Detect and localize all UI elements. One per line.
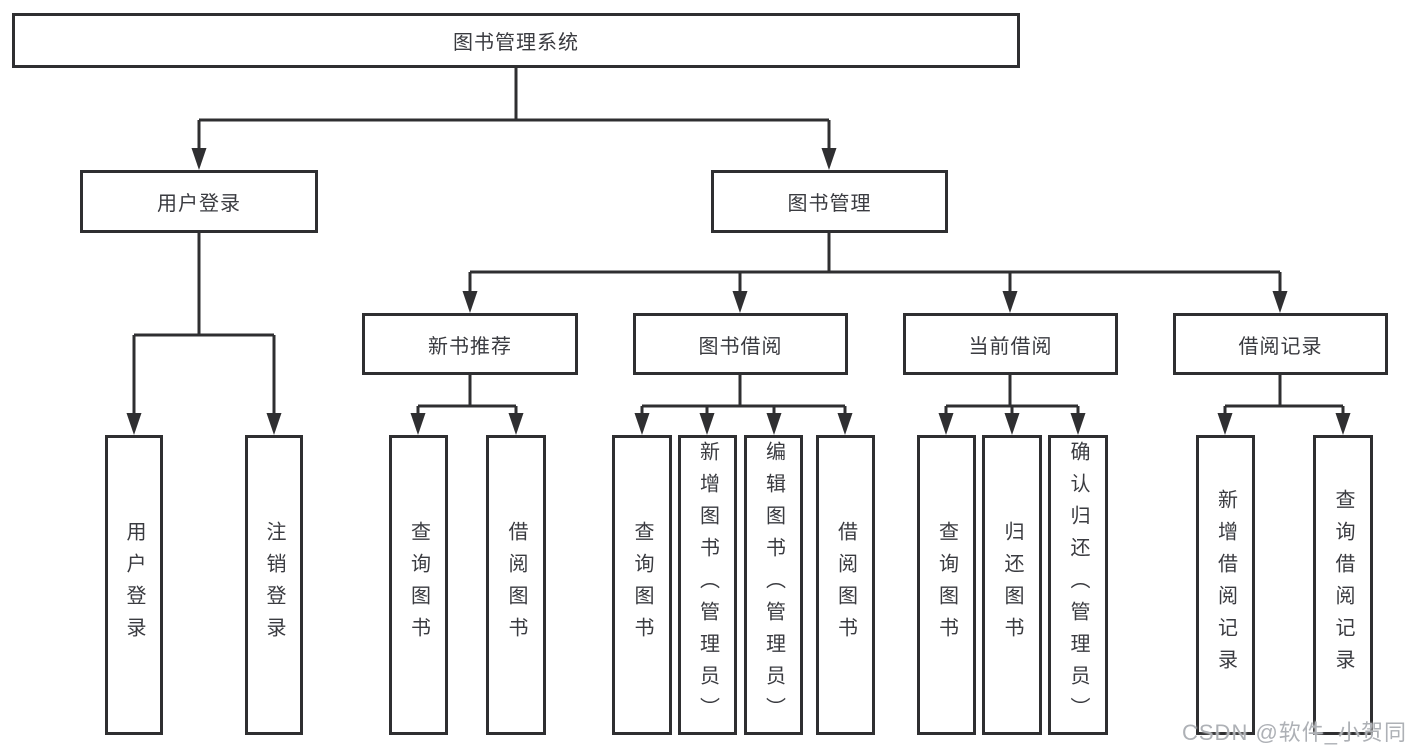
leaf-query-book-2: 查询图书 — [612, 435, 672, 735]
leaf-logout: 注销登录 — [245, 435, 303, 735]
leaf-query-book-2-label: 查询图书 — [631, 521, 653, 649]
leaf-add-borrow-record: 新增借阅记录 — [1196, 435, 1255, 735]
node-book-borrow: 图书借阅 — [633, 313, 848, 375]
node-book-borrow-label: 图书借阅 — [698, 335, 783, 358]
node-book-management: 图书管理 — [711, 170, 948, 233]
leaf-user-login: 用户登录 — [105, 435, 163, 735]
leaf-logout-label: 注销登录 — [263, 521, 285, 649]
leaf-add-borrow-record-label: 新增借阅记录 — [1214, 489, 1237, 681]
node-new-book-recommend-label: 新书推荐 — [428, 335, 512, 358]
node-borrow-records-label: 借阅记录 — [1238, 335, 1323, 358]
leaf-borrow-book-2-label: 借阅图书 — [834, 521, 857, 649]
leaf-confirm-return-admin: 确认归还（管理员） — [1048, 435, 1108, 735]
node-borrow-records: 借阅记录 — [1173, 313, 1388, 375]
node-book-management-label: 图书管理 — [787, 193, 872, 215]
leaf-query-book-1: 查询图书 — [389, 435, 448, 735]
node-user-login: 用户登录 — [80, 170, 318, 233]
leaf-query-borrow-record-label: 查询借阅记录 — [1332, 489, 1354, 681]
leaf-query-book-3: 查询图书 — [917, 435, 976, 735]
leaf-add-book-admin: 新增图书（管理员） — [678, 435, 737, 735]
node-new-book-recommend: 新书推荐 — [362, 313, 578, 375]
leaf-query-borrow-record: 查询借阅记录 — [1313, 435, 1373, 735]
node-current-borrow-label: 当前借阅 — [968, 335, 1053, 358]
node-current-borrow: 当前借阅 — [903, 313, 1118, 375]
leaf-borrow-book-1-label: 借阅图书 — [505, 521, 527, 649]
csdn-watermark: CSDN @软件_小贺同学 — [1182, 720, 1405, 745]
leaf-edit-book-admin: 编辑图书（管理员） — [744, 435, 803, 735]
leaf-edit-book-admin-label: 编辑图书（管理员） — [762, 441, 785, 729]
node-root: 图书管理系统 — [12, 13, 1020, 68]
leaf-user-login-label: 用户登录 — [123, 521, 145, 649]
leaf-return-book: 归还图书 — [982, 435, 1042, 735]
leaf-borrow-book-2: 借阅图书 — [816, 435, 875, 735]
node-root-label: 图书管理系统 — [453, 32, 579, 54]
leaf-confirm-return-admin-label: 确认归还（管理员） — [1067, 441, 1089, 729]
leaf-query-book-1-label: 查询图书 — [407, 521, 430, 649]
leaf-add-book-admin-label: 新增图书（管理员） — [696, 441, 719, 729]
node-user-login-label: 用户登录 — [157, 193, 241, 215]
leaf-borrow-book-1: 借阅图书 — [486, 435, 546, 735]
leaf-return-book-label: 归还图书 — [1001, 521, 1023, 649]
leaf-query-book-3-label: 查询图书 — [935, 521, 958, 649]
